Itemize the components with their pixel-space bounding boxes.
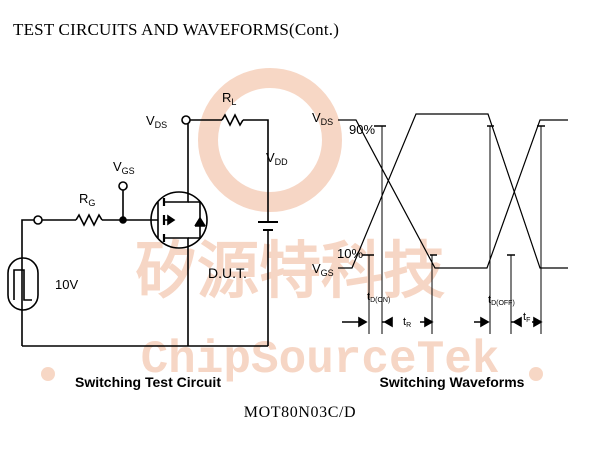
dut-label: D.U.T. [208, 265, 247, 281]
circuit-labels: VDS VGS RL RG VDD D.U.T. 10V Switching T… [55, 90, 288, 390]
circuit-rg-label: RG [79, 191, 95, 208]
watermark: 矽源特科技 ChipSourceTek [41, 68, 543, 386]
circuit-rl-label: RL [222, 90, 236, 107]
part-number: MOT80N03C/D [243, 404, 357, 421]
switching-test-circuit [7, 113, 278, 347]
td-off-label: tD(OFF) [488, 294, 515, 307]
pulse-shape-icon [13, 269, 32, 301]
watermark-en: ChipSourceTek [141, 334, 500, 386]
vgs-waveform [338, 113, 568, 269]
vds-waveform [338, 119, 568, 269]
waveform-vgs-label: VGS [312, 261, 334, 278]
tf-label: tF [523, 311, 530, 324]
vds-terminal [181, 115, 191, 125]
waveform-labels: VDS VGS 90% 10% tD(ON) tR tD(OFF) tF Swi… [312, 110, 530, 390]
tr-label: tR [403, 316, 411, 329]
waveform-caption: Switching Waveforms [380, 374, 525, 390]
circuit-vds-label: VDS [146, 113, 167, 130]
circuit-vdd-label: VDD [266, 150, 288, 167]
pulse-wire [21, 219, 34, 346]
watermark-logo [198, 68, 342, 212]
pct-90-label: 90% [349, 122, 375, 137]
watermark-cn: 矽源特科技 [135, 237, 445, 306]
waveform-vds-label: VDS [312, 110, 333, 127]
circuit-vgs-label: VGS [113, 159, 135, 176]
resistor-rl-icon [221, 113, 244, 127]
vgs-terminal [118, 181, 128, 191]
resistor-rg-icon [75, 213, 103, 227]
td-on-label: tD(ON) [367, 291, 390, 304]
switching-waveforms [338, 113, 568, 334]
pulse-amplitude-label: 10V [55, 277, 78, 292]
page-title: TEST CIRCUITS AND WAVEFORMS(Cont.) [13, 20, 340, 39]
circuit-caption: Switching Test Circuit [75, 374, 221, 390]
pct-10-label: 10% [337, 246, 363, 261]
pulse-generator-icon [7, 257, 39, 311]
